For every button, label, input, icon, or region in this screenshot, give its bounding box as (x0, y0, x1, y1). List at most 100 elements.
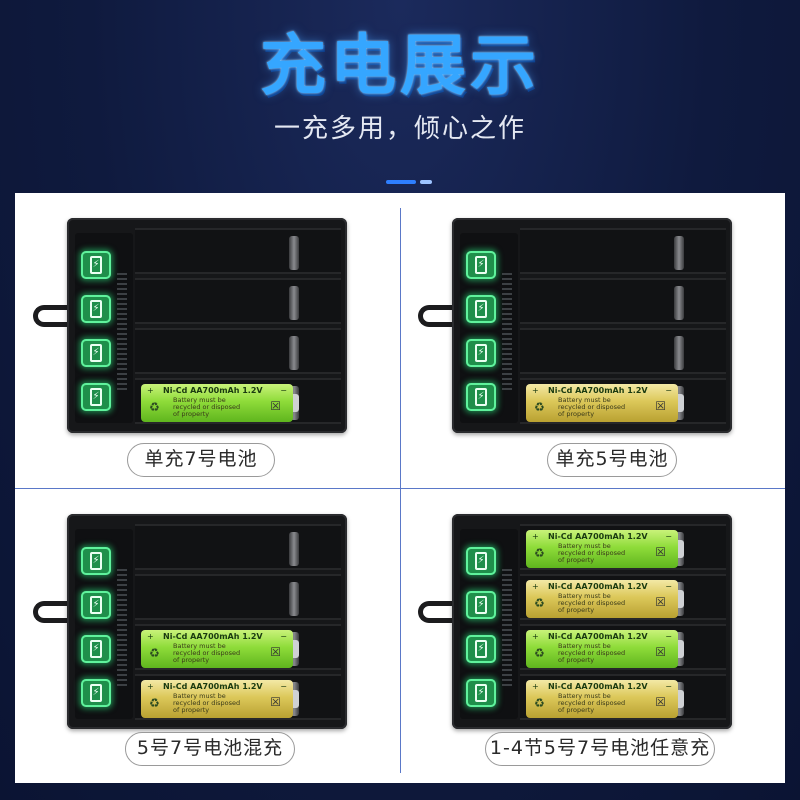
battery-slot[interactable] (520, 228, 726, 274)
recycle-icon: ♻ (534, 546, 545, 560)
printed-spec-text (502, 569, 512, 689)
battery-charging-icon (90, 596, 102, 614)
usb-cable (33, 601, 73, 623)
battery-slot[interactable] (135, 574, 341, 620)
battery-charging-icon (90, 640, 102, 658)
lightning-bolt-icon: ⚡ (92, 643, 100, 654)
charging-indicator-led: ⚡ (466, 295, 496, 323)
recycle-icon: ♻ (149, 400, 160, 414)
contact-spring (674, 236, 684, 270)
battery-warning-line: of property (173, 410, 210, 418)
lightning-bolt-icon: ⚡ (477, 643, 485, 654)
recycle-icon: ♻ (149, 646, 160, 660)
lightning-bolt-icon: ⚡ (92, 391, 100, 402)
battery-model-text: Ni-Cd AA700mAh 1.2V (548, 532, 648, 541)
battery-terminal (678, 640, 684, 658)
plus-sign: + (532, 532, 539, 541)
battery-slot[interactable] (135, 328, 341, 374)
recycle-icon: ♻ (534, 596, 545, 610)
plus-sign: + (147, 682, 154, 691)
panel-caption: 单充7号电池 (127, 443, 275, 477)
battery-charging-icon (475, 344, 487, 362)
battery-charging-icon (475, 300, 487, 318)
minus-sign: − (280, 386, 287, 395)
battery-model-text: Ni-Cd AA700mAh 1.2V (548, 582, 648, 591)
panel-caption: 1-4节5号7号电池任意充 (485, 732, 715, 766)
battery-slot[interactable] (135, 278, 341, 324)
battery-slot[interactable] (520, 278, 726, 324)
plus-sign: + (532, 632, 539, 641)
printed-spec-text (117, 273, 127, 393)
usb-cable (33, 305, 73, 327)
battery-warning-line: recycled or disposed (558, 403, 626, 411)
lightning-bolt-icon: ⚡ (477, 259, 485, 270)
charging-indicator-led: ⚡ (81, 383, 111, 411)
battery-model-text: Ni-Cd AA700mAh 1.2V (548, 386, 648, 395)
battery-warning-line: recycled or disposed (558, 549, 626, 557)
minus-sign: − (665, 682, 672, 691)
battery-terminal (678, 690, 684, 708)
battery-charging-icon (90, 552, 102, 570)
battery-warning-line: recycled or disposed (173, 403, 241, 411)
battery-warning-line: Battery must be (173, 692, 226, 700)
battery-charging-icon (90, 256, 102, 274)
plus-sign: + (147, 632, 154, 641)
indicator-strip: ⚡⚡⚡⚡ (75, 529, 133, 719)
battery-warning-line: of property (558, 706, 595, 714)
battery-warning-line: of property (558, 410, 595, 418)
indicator-strip: ⚡⚡⚡⚡ (460, 233, 518, 423)
lightning-bolt-icon: ⚡ (477, 303, 485, 314)
battery-charging-icon (90, 344, 102, 362)
minus-sign: − (280, 632, 287, 641)
battery-terminal (293, 394, 299, 412)
battery-charging-icon (475, 388, 487, 406)
vertical-divider (400, 208, 401, 773)
crossed-bin-icon: ☒ (655, 545, 666, 559)
battery-slot[interactable] (135, 524, 341, 570)
lightning-bolt-icon: ⚡ (477, 687, 485, 698)
battery-slot[interactable] (520, 328, 726, 374)
charging-indicator-led: ⚡ (466, 591, 496, 619)
battery-model-text: Ni-Cd AA700mAh 1.2V (548, 682, 648, 691)
charging-indicator-led: ⚡ (466, 383, 496, 411)
plus-sign: + (532, 682, 539, 691)
battery-charging-icon (475, 256, 487, 274)
lightning-bolt-icon: ⚡ (92, 555, 100, 566)
recycle-icon: ♻ (149, 696, 160, 710)
battery-model-text: Ni-Cd AA700mAh 1.2V (163, 386, 263, 395)
panel-caption: 单充5号电池 (547, 443, 677, 477)
battery-warning-line: recycled or disposed (173, 699, 241, 707)
lightning-bolt-icon: ⚡ (477, 391, 485, 402)
battery-slot[interactable] (135, 228, 341, 274)
printed-spec-text (502, 273, 512, 393)
underline-dash-long (386, 180, 416, 184)
contact-spring (289, 336, 299, 370)
battery-terminal (293, 690, 299, 708)
battery-charging-icon (475, 684, 487, 702)
lightning-bolt-icon: ⚡ (477, 599, 485, 610)
battery-model-text: Ni-Cd AA700mAh 1.2V (163, 682, 263, 691)
